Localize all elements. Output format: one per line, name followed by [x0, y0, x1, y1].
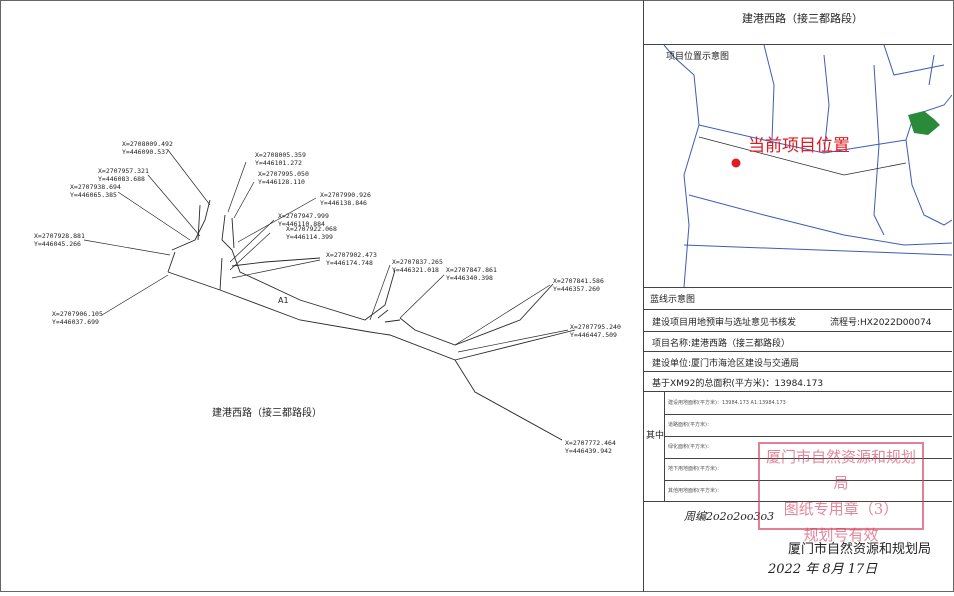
project-name-row: 项目名称:建港西路（接三都路段） — [644, 331, 952, 352]
sub-row: 其他用地面积(平方米)： — [668, 488, 722, 494]
approval-row: 建设项目用地预审与选址意见书核发 流程号:HX2022D00074 — [644, 309, 952, 332]
current-position-marker — [731, 158, 741, 168]
sub-row: 建设用地面积(平方米)：13984.173 A1:13984.173 — [668, 400, 786, 406]
road-lower-edge — [167, 271, 576, 441]
issue-date: 2022 年 8月 17日 — [768, 562, 878, 577]
panel-title: 建港西路（接三都路段） — [742, 12, 863, 25]
location-inset-map: 项目位置示意图 当前项目位置 — [644, 44, 952, 288]
road-spur-north — [197, 204, 235, 249]
parcel-label: A1 — [278, 296, 289, 305]
road-end-west — [167, 251, 223, 291]
handwritten-signature: 周编2o2o2oo3o3 — [684, 510, 775, 523]
sub-row: 绿化面积(平方米)： — [668, 444, 712, 450]
signature-row: 周编2o2o2oo3o3 — [644, 501, 952, 532]
road-name-label: 建港西路（接三都路段） — [212, 408, 322, 419]
info-panel: 建港西路（接三都路段） 项目位置示意图 当前项目位置 蓝线示意图 — [643, 0, 954, 592]
road-junction — [384, 319, 401, 323]
build-unit-row: 建设单位:厦门市海沧区建设与交通局 — [644, 351, 952, 372]
road-inner-edge — [231, 257, 389, 319]
issuer-name: 厦门市自然资源和规划局 — [788, 542, 932, 557]
approval-type: 建设项目用地预审与选址意见书核发 — [652, 318, 797, 328]
total-area: 基于XM92的总面积(平方米)：13984.173 — [652, 379, 824, 389]
redline-caption: 蓝线示意图 — [650, 295, 696, 305]
inset-map-lines — [663, 45, 952, 287]
process-number: 流程号:HX2022D00074 — [830, 318, 932, 328]
official-seal-stamp: 厦门市自然资源和规划局 图纸专用章（3） 规划号有效 — [758, 442, 924, 544]
road-outline-drawing — [83, 149, 576, 441]
sub-row: 道路面积(平方米)： — [668, 422, 712, 428]
build-unit: 建设单位:厦门市海沧区建设与交通局 — [652, 359, 800, 369]
among-label: 其中 — [646, 431, 665, 441]
location-caption: 项目位置示意图 — [666, 52, 730, 62]
project-name: 项目名称:建港西路（接三都路段） — [652, 339, 791, 349]
sub-row: 地下用地面积(平方米)： — [668, 466, 722, 472]
total-area-row: 基于XM92的总面积(平方米)：13984.173 — [644, 371, 952, 392]
area-breakdown: 其中 建设用地面积(平方米)：13984.173 A1:13984.173 道路… — [644, 391, 952, 502]
current-position-label: 当前项目位置 — [748, 136, 850, 156]
